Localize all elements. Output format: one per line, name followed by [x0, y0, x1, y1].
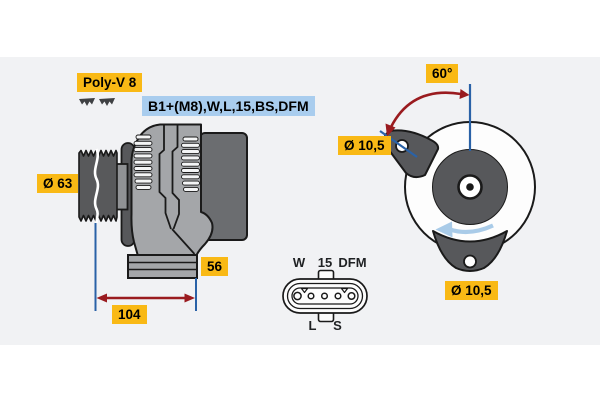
foot-dimension-label: 56	[201, 257, 229, 276]
mounting-foot	[127, 254, 198, 279]
mounting-hole-lower	[463, 254, 477, 269]
connector-pin-label-dfm: DFM	[338, 255, 367, 270]
upper-hole-diameter-label: Ø 10,5	[338, 136, 391, 155]
angle-annotation	[379, 84, 472, 158]
connector-key-notches	[300, 287, 349, 294]
angle-reference-line-inclined	[379, 130, 418, 158]
angle-arc-arrow	[385, 89, 470, 137]
rotation-arrow	[435, 221, 494, 238]
connector-pin-label-l: L	[308, 318, 317, 333]
housing-seam	[158, 125, 196, 255]
connector-pins	[293, 291, 356, 301]
terminals-label: B1+(M8),W,L,15,BS,DFM	[142, 96, 315, 116]
mounting-ear-lower	[432, 230, 508, 272]
ventilation-slots-left	[133, 134, 153, 190]
connector-pin-label-15: 15	[317, 255, 333, 270]
connector-diagram	[282, 269, 368, 323]
alternator-side-view	[78, 123, 248, 279]
alternator-rear-view	[383, 121, 536, 272]
pulley-diameter-label: Ø 63	[37, 174, 79, 193]
angle-label: 60°	[426, 64, 459, 83]
connector-pin-label-s: S	[333, 318, 342, 333]
pulley-type-label: Poly-V 8	[77, 73, 143, 92]
dimension-arrow-104	[96, 293, 195, 303]
pulley-break-line	[93, 148, 100, 224]
ventilation-slots-right	[181, 136, 200, 192]
shaft-center-dot	[466, 183, 474, 191]
mounting-length-label: 104	[112, 305, 147, 324]
connector-shell-middle	[286, 282, 364, 310]
lower-hole-diameter-label: Ø 10,5	[445, 281, 498, 300]
belt-profile-icon	[79, 98, 115, 106]
dimension-lines-side	[94, 223, 197, 311]
connector-pin-label-w: W	[292, 255, 306, 270]
connector-shell-inner	[291, 287, 359, 305]
